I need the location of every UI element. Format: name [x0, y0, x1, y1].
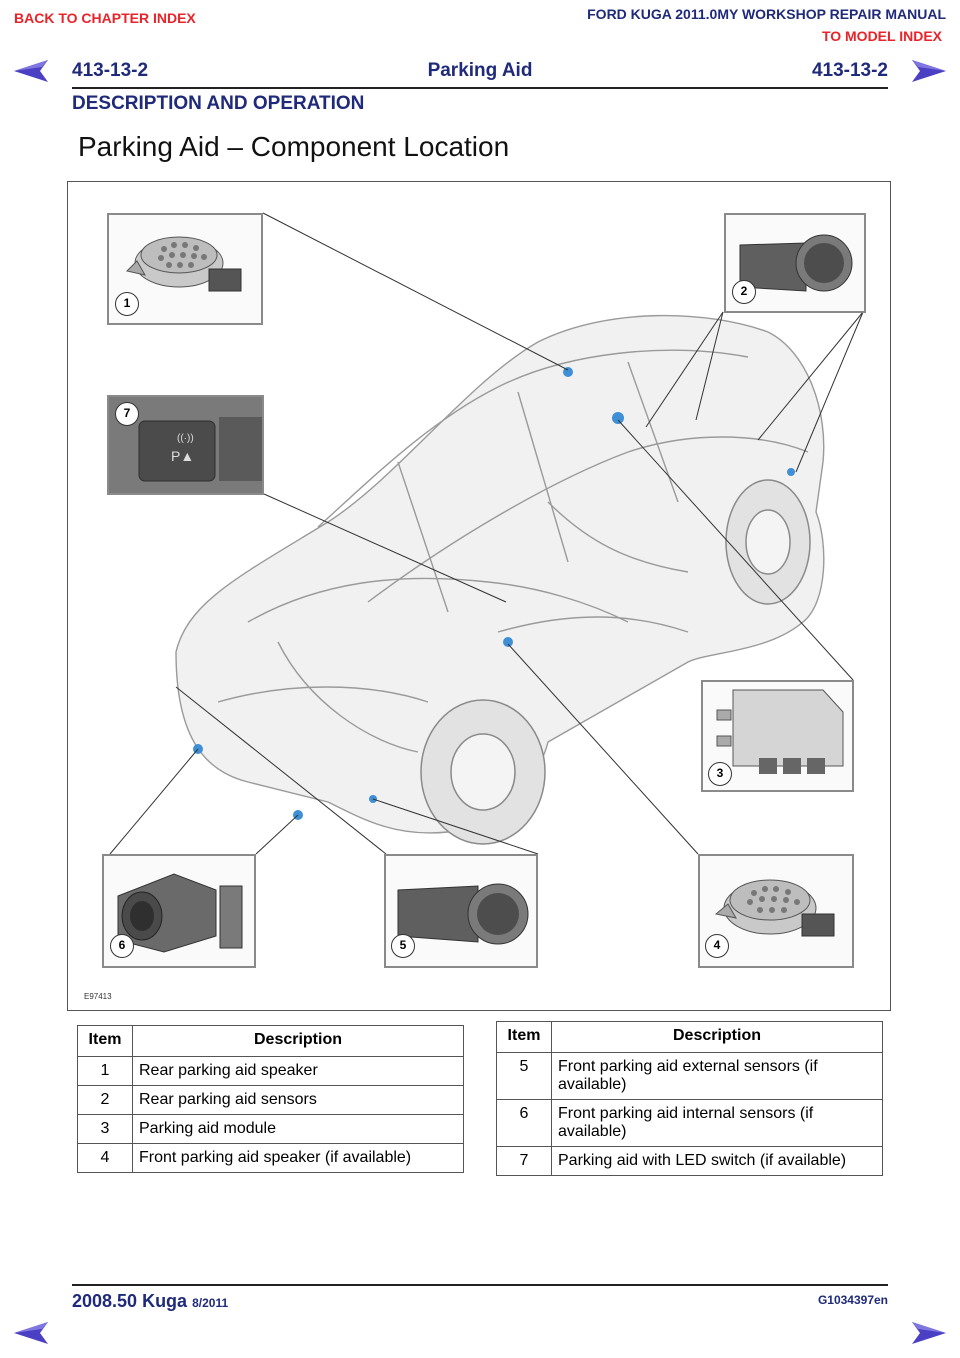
inset-rear-speaker [107, 213, 263, 325]
section-title: Parking Aid [427, 60, 533, 81]
item-description: Parking aid with LED switch (if availabl… [551, 1146, 883, 1176]
internal-sensor-icon [117, 873, 243, 953]
section-number-right: 413-13-2 [811, 60, 888, 81]
svg-text:P▲: P▲ [171, 448, 194, 464]
inset-parking-module [701, 680, 854, 792]
external-sensor-icon [397, 883, 529, 945]
vehicle-illustration [109, 212, 864, 855]
item-description: Rear parking aid sensors [132, 1085, 464, 1115]
inset-front-external-sensor [384, 854, 538, 968]
svg-text:((·)): ((·)) [177, 433, 194, 444]
callout-6: 6 [110, 934, 134, 958]
section-subtitle: DESCRIPTION AND OPERATION [72, 93, 365, 114]
next-page-arrow-icon[interactable] [910, 58, 948, 84]
footer-doc-id: G1034397en [817, 1293, 888, 1307]
item-description: Front parking aid speaker (if available) [132, 1143, 464, 1173]
previous-page-arrow-icon[interactable] [12, 58, 50, 84]
col-item-header: Item [496, 1021, 552, 1053]
item-number: 1 [77, 1056, 133, 1086]
footer-date: 8/2011 [192, 1296, 229, 1310]
callout-5: 5 [391, 934, 415, 958]
callout-3: 3 [708, 762, 732, 786]
col-description-header: Description [132, 1025, 464, 1057]
footer-model-name: 2008.50 Kuga [72, 1291, 188, 1311]
item-description: Front parking aid internal sensors (if a… [551, 1099, 883, 1147]
item-description: Rear parking aid speaker [132, 1056, 464, 1086]
col-description-header: Description [551, 1021, 883, 1053]
front-speaker-icon [714, 879, 835, 937]
module-icon [716, 689, 844, 774]
item-number: 2 [77, 1085, 133, 1115]
item-number: 4 [77, 1143, 133, 1173]
callout-7: 7 [115, 402, 139, 426]
item-number: 3 [77, 1114, 133, 1144]
item-number: 5 [496, 1052, 552, 1100]
item-description: Parking aid module [132, 1114, 464, 1144]
component-location-figure: 1 2 P▲ ((·)) 7 3 [67, 181, 891, 1011]
back-to-chapter-link[interactable]: BACK TO CHAPTER INDEX [14, 10, 196, 26]
item-number: 6 [496, 1099, 552, 1147]
footer-model: 2008.50 Kuga 8/2011 [72, 1291, 228, 1312]
callout-4: 4 [705, 934, 729, 958]
inset-parking-switch: P▲ ((·)) [107, 395, 264, 495]
item-number: 7 [496, 1146, 552, 1176]
next-page-arrow-icon[interactable] [910, 1320, 948, 1346]
manual-title: FORD KUGA 2011.0MY WORKSHOP REPAIR MANUA… [587, 6, 946, 22]
previous-page-arrow-icon[interactable] [12, 1320, 50, 1346]
to-model-index-link[interactable]: TO MODEL INDEX [821, 28, 942, 44]
page-title: Parking Aid – Component Location [78, 131, 510, 162]
speaker-icon [126, 236, 242, 292]
section-number-left: 413-13-2 [72, 60, 149, 81]
col-item-header: Item [77, 1025, 133, 1057]
header-rule [72, 87, 888, 89]
item-description: Front parking aid external sensors (if a… [551, 1052, 883, 1100]
figure-reference: E97413 [84, 992, 112, 1001]
inset-rear-sensor [724, 213, 866, 313]
footer-rule [72, 1284, 888, 1286]
callout-2: 2 [732, 280, 756, 304]
callout-1: 1 [115, 292, 139, 316]
parking-sensor-icon [739, 234, 853, 292]
